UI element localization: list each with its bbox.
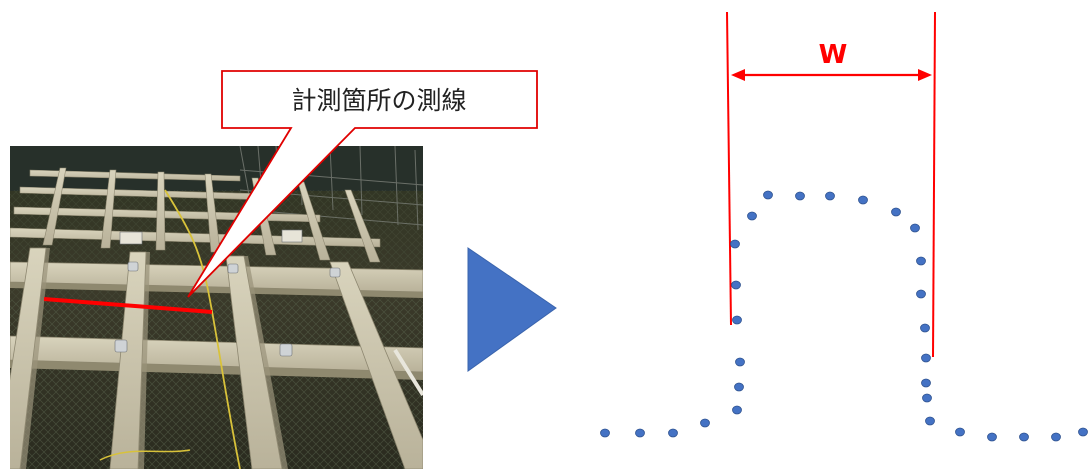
profile-dot [922,393,932,403]
right-edge-line [932,11,936,358]
profile-dot [955,427,965,437]
left-edge-line [726,11,732,326]
right-arrow-icon [467,247,557,372]
profile-dot [731,280,741,290]
profile-dot [921,378,931,388]
profile-dot [730,239,740,249]
profile-dot [858,195,868,205]
profile-dot [920,323,930,333]
width-label: W [819,40,848,70]
slope-photo [10,146,423,469]
callout-text: 計測箇所の測線 [291,86,466,115]
profile-dot [910,223,920,233]
profile-dot [600,428,610,438]
profile-dot [668,428,678,438]
profile-dot [795,191,805,201]
profile-dot [916,256,926,266]
profile-dot [735,357,745,367]
profile-dot [1019,432,1029,442]
cross-section: W [600,11,1088,442]
survey-line [43,297,213,314]
profile-dot [732,315,742,325]
profile-dot [825,191,835,201]
callout: 計測箇所の測線 [187,70,538,298]
profile-dot [732,405,742,415]
profile-dot [734,382,744,392]
profile-dots [600,190,1088,442]
profile-dot [1051,432,1061,442]
profile-dot [700,418,710,428]
profile-dot [916,289,926,299]
profile-dot [925,416,935,426]
profile-dot [987,432,997,442]
width-dimension-arrow [731,69,932,81]
profile-dot [1078,427,1088,437]
profile-dot [763,190,773,200]
profile-dot [635,428,645,438]
profile-dot [891,207,901,217]
profile-dot [747,211,757,221]
profile-dot [921,353,931,363]
